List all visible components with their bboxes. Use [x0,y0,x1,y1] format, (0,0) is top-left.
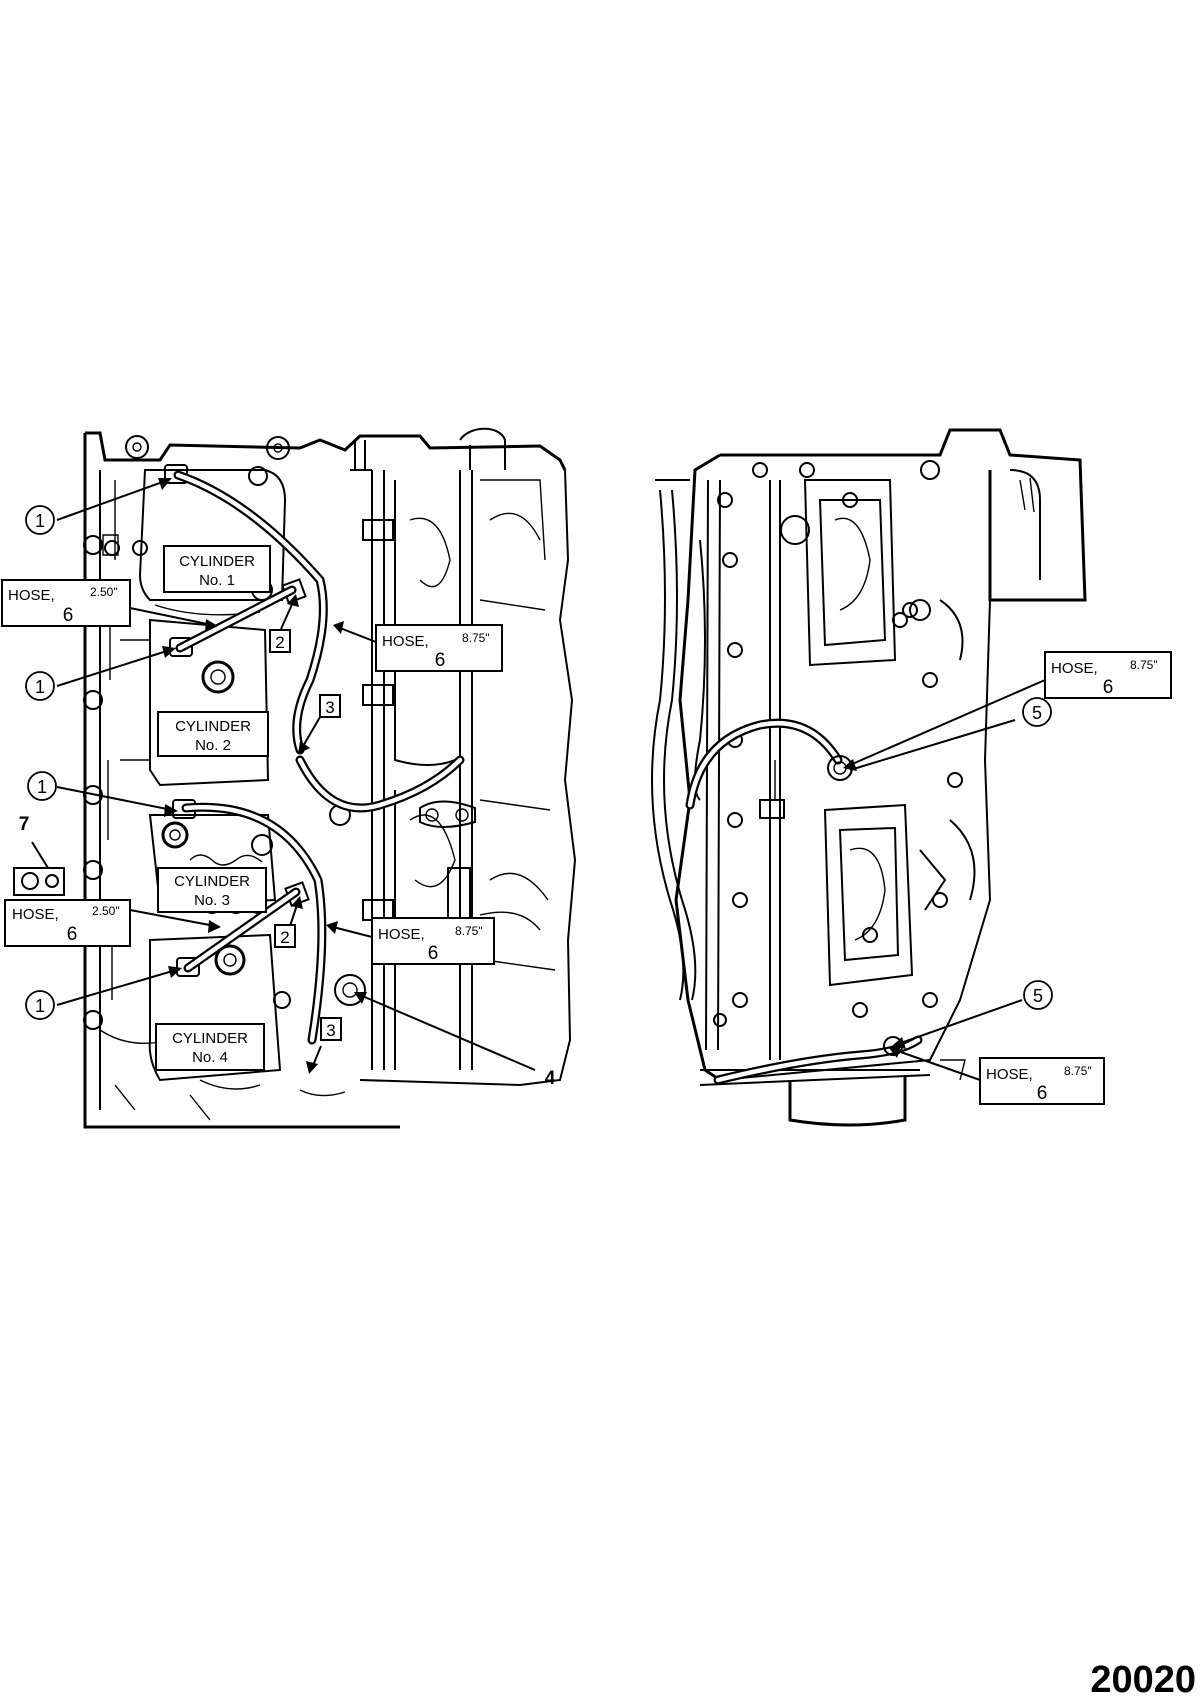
cylinder-word: CYLINDER [172,1030,248,1047]
svg-text:5: 5 [1033,986,1043,1006]
hose-label-right-upper: HOSE, 8.75" 6 [1044,651,1172,699]
cylinder-word: CYLINDER [175,718,251,735]
cylinder-label-4: CYLINDER No. 4 [155,1023,265,1071]
callout-circle-1c: 1 [27,771,57,801]
hose-word: HOSE, [1051,660,1098,677]
hose-label-lower-long: HOSE, 8.75" 6 [371,917,495,965]
cylinder-label-2: CYLINDER No. 2 [157,711,269,757]
svg-text:1: 1 [35,996,45,1016]
svg-text:1: 1 [35,511,45,531]
hose-word: HOSE, [378,926,425,943]
callout-box-2b: 2 [274,924,296,948]
figure-number: 20020 [1090,1659,1196,1701]
svg-text:2: 2 [275,633,284,652]
hose-length: 2.50" [92,904,120,918]
svg-text:1: 1 [35,677,45,697]
hose-label-upper-short: HOSE, 2.50" 6 [1,579,131,627]
hose-word: HOSE, [986,1066,1033,1083]
cylinder-label-3: CYLINDER No. 3 [157,867,267,913]
svg-text:5: 5 [1032,703,1042,723]
hose-ref: 6 [63,605,74,626]
hose-length: 2.50" [90,585,118,599]
hose-ref: 6 [435,650,446,671]
callout-box-3a: 3 [319,694,341,718]
cylinder-number: No. 1 [199,572,235,589]
right-block-hoses [685,718,923,1085]
hose-word: HOSE, [8,587,55,604]
callout-box-3b: 3 [320,1017,342,1041]
hose-ref: 6 [1037,1083,1048,1104]
right-engine-block-drawing [651,428,1087,1127]
hose-ref: 6 [67,924,78,945]
callout-circle-5b: 5 [1023,980,1053,1010]
cylinder-number: No. 2 [195,737,231,754]
hose-label-upper-long: HOSE, 8.75" 6 [375,624,503,672]
cylinder-label-1: CYLINDER No. 1 [163,545,271,593]
svg-text:2: 2 [280,928,289,947]
callout-4: 4 [545,1068,556,1089]
leader-lines [31,478,1046,1081]
hose-label-lower-short: HOSE, 2.50" 6 [4,899,131,947]
left-block-hoses [173,470,465,1045]
callout-circle-1d: 1 [25,990,55,1020]
callout-box-2a: 2 [269,629,291,653]
svg-text:3: 3 [325,698,334,717]
cylinder-word: CYLINDER [174,873,250,890]
cylinder-word: CYLINDER [179,553,255,570]
cylinder-number: No. 3 [194,892,230,909]
hose-length: 8.75" [462,631,490,645]
svg-text:3: 3 [326,1021,335,1040]
hose-word: HOSE, [12,906,59,923]
svg-text:1: 1 [37,777,47,797]
hose-length: 8.75" [1130,658,1158,672]
hose-clip-part [13,867,65,896]
hose-ref: 6 [428,943,439,964]
svg-text:HOSE,: HOSE, [382,633,429,650]
callout-circle-5a: 5 [1022,697,1052,727]
callout-circle-1b: 1 [25,671,55,701]
hose-label-right-lower: HOSE, 8.75" 6 [979,1057,1105,1105]
hose-length: 8.75" [1064,1064,1092,1078]
hose-length: 8.75" [455,924,483,938]
hose-ref: 6 [1103,677,1114,698]
callout-7: 7 [19,814,30,835]
callout-circle-1a: 1 [25,505,55,535]
cylinder-number: No. 4 [192,1049,228,1066]
